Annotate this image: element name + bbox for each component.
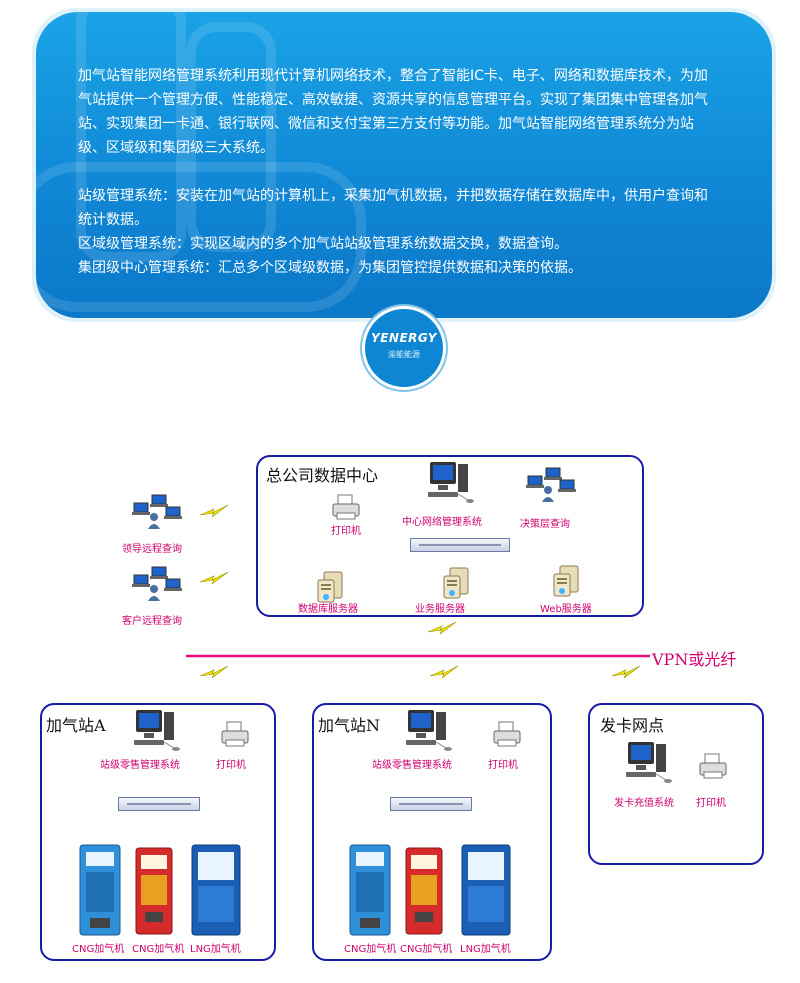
card-outlet-box: [588, 703, 764, 865]
logo-chinese-name: 渝能能源: [388, 350, 420, 359]
station-n-printer-label: 打印机: [488, 760, 518, 771]
hq-title: 总公司数据中心: [266, 466, 379, 485]
station-a-box: [40, 703, 276, 961]
hq-network-switch: [410, 538, 510, 552]
logo-wordmark: YENERGY: [371, 331, 437, 345]
company-logo: YENERGY 渝能能源: [362, 306, 446, 390]
db-server-label: 数据库服务器: [298, 604, 358, 615]
station-n-box: [312, 703, 552, 961]
station-n-pump-2-label: CNG加气机: [400, 944, 453, 955]
banner-decoration: [36, 162, 366, 312]
station-a-switch: [118, 797, 200, 811]
card-system-label: 发卡充值系统: [614, 798, 674, 809]
leader-remote-query-label: 领导远程查询: [122, 544, 182, 555]
intro-paragraph-1: 加气站智能网络管理系统利用现代计算机网络技术，整合了智能IC卡、电子、网络和数据…: [78, 68, 708, 156]
intro-paragraph-2: 站级管理系统：安装在加气站的计算机上，采集加气机数据，并把数据存储在数据库中，供…: [78, 188, 708, 228]
station-n-system-label: 站级零售管理系统: [372, 760, 452, 771]
station-a-pump-3-label: LNG加气机: [190, 944, 241, 955]
intro-banner: 加气站智能网络管理系统利用现代计算机网络技术，整合了智能IC卡、电子、网络和数据…: [36, 12, 772, 318]
intro-paragraph-4: 集团级中心管理系统：汇总多个区域级数据，为集团管控提供数据和决策的依据。: [78, 260, 582, 276]
customer-remote-query-label: 客户远程查询: [122, 616, 182, 627]
station-a-pump-1-label: CNG加气机: [72, 944, 125, 955]
intro-paragraph-3: 区域级管理系统：实现区域内的多个加气站站级管理系统数据交换，数据查询。: [78, 236, 568, 252]
hq-printer-label: 打印机: [331, 526, 361, 537]
biz-server-label: 业务服务器: [415, 604, 465, 615]
web-server-label: Web服务器: [540, 604, 592, 615]
station-n-switch: [390, 797, 472, 811]
hq-central-system-label: 中心网络管理系统: [402, 517, 482, 528]
station-a-pump-2-label: CNG加气机: [132, 944, 185, 955]
banner-decoration: [186, 22, 276, 252]
vpn-fiber-label: VPN或光纤: [652, 650, 737, 669]
station-n-title: 加气站N: [318, 716, 381, 735]
station-n-pump-1-label: CNG加气机: [344, 944, 397, 955]
station-a-system-label: 站级零售管理系统: [100, 760, 180, 771]
station-a-printer-label: 打印机: [216, 760, 246, 771]
station-a-title: 加气站A: [46, 716, 106, 735]
hq-decision-query-label: 决策层查询: [520, 519, 570, 530]
station-n-pump-3-label: LNG加气机: [460, 944, 511, 955]
card-printer-label: 打印机: [696, 798, 726, 809]
banner-decoration: [76, 12, 186, 262]
card-outlet-title: 发卡网点: [600, 716, 665, 735]
